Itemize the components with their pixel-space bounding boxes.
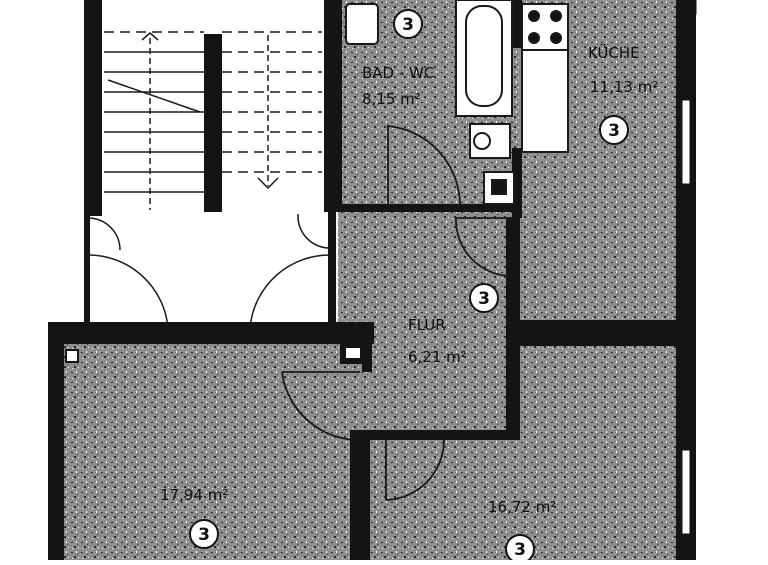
svg-text:3: 3: [608, 121, 620, 141]
stove-icon: [521, 3, 569, 51]
badges: 3 3 3 3 3: [189, 9, 629, 564]
hallway-area: 6,21 m²: [408, 348, 467, 366]
badge-kitchen: 3: [599, 115, 629, 145]
kitchen-door: [455, 217, 513, 277]
room-right-door: [385, 439, 445, 501]
labels: BAD - WC 8,15 m² KÜCHE 11,13 m² FLUR 6,2…: [160, 43, 658, 516]
floor-fills: [60, 0, 680, 560]
kitchen-area: 11,13 m²: [590, 78, 658, 96]
room-right-floor: [370, 340, 680, 560]
room-left-door: [281, 371, 361, 441]
kitchen-name: KÜCHE: [588, 43, 640, 62]
badge-room-right: 3: [505, 534, 535, 564]
bathroom-name: BAD - WC: [362, 64, 434, 82]
stairwell: [100, 0, 326, 212]
stair-landing: [87, 212, 334, 329]
room-right-area: 16,72 m²: [488, 498, 556, 516]
badge-room-left: 3: [189, 519, 219, 549]
badge-hallway: 3: [469, 283, 499, 313]
svg-text:3: 3: [402, 15, 414, 35]
small-features: [65, 342, 366, 364]
doors: [281, 125, 513, 501]
windows: [681, 0, 697, 535]
stair-core: [204, 34, 222, 212]
washbasin-icon: [345, 3, 379, 45]
kitchen-fixtures: [521, 3, 569, 153]
svg-text:3: 3: [478, 289, 490, 309]
svg-text:3: 3: [198, 525, 210, 545]
bathroom-area: 8,15 m²: [362, 90, 421, 108]
hallway-name: FLUR: [408, 316, 446, 334]
bathroom-fixtures: [345, 0, 515, 205]
bathroom-door: [387, 125, 461, 205]
svg-text:3: 3: [514, 540, 526, 560]
badge-bathroom: 3: [393, 9, 423, 39]
chimney-square: [65, 349, 79, 363]
kitchen-counter: [521, 49, 569, 153]
room-left-area: 17,94 m²: [160, 486, 228, 504]
walls: [48, 0, 696, 560]
